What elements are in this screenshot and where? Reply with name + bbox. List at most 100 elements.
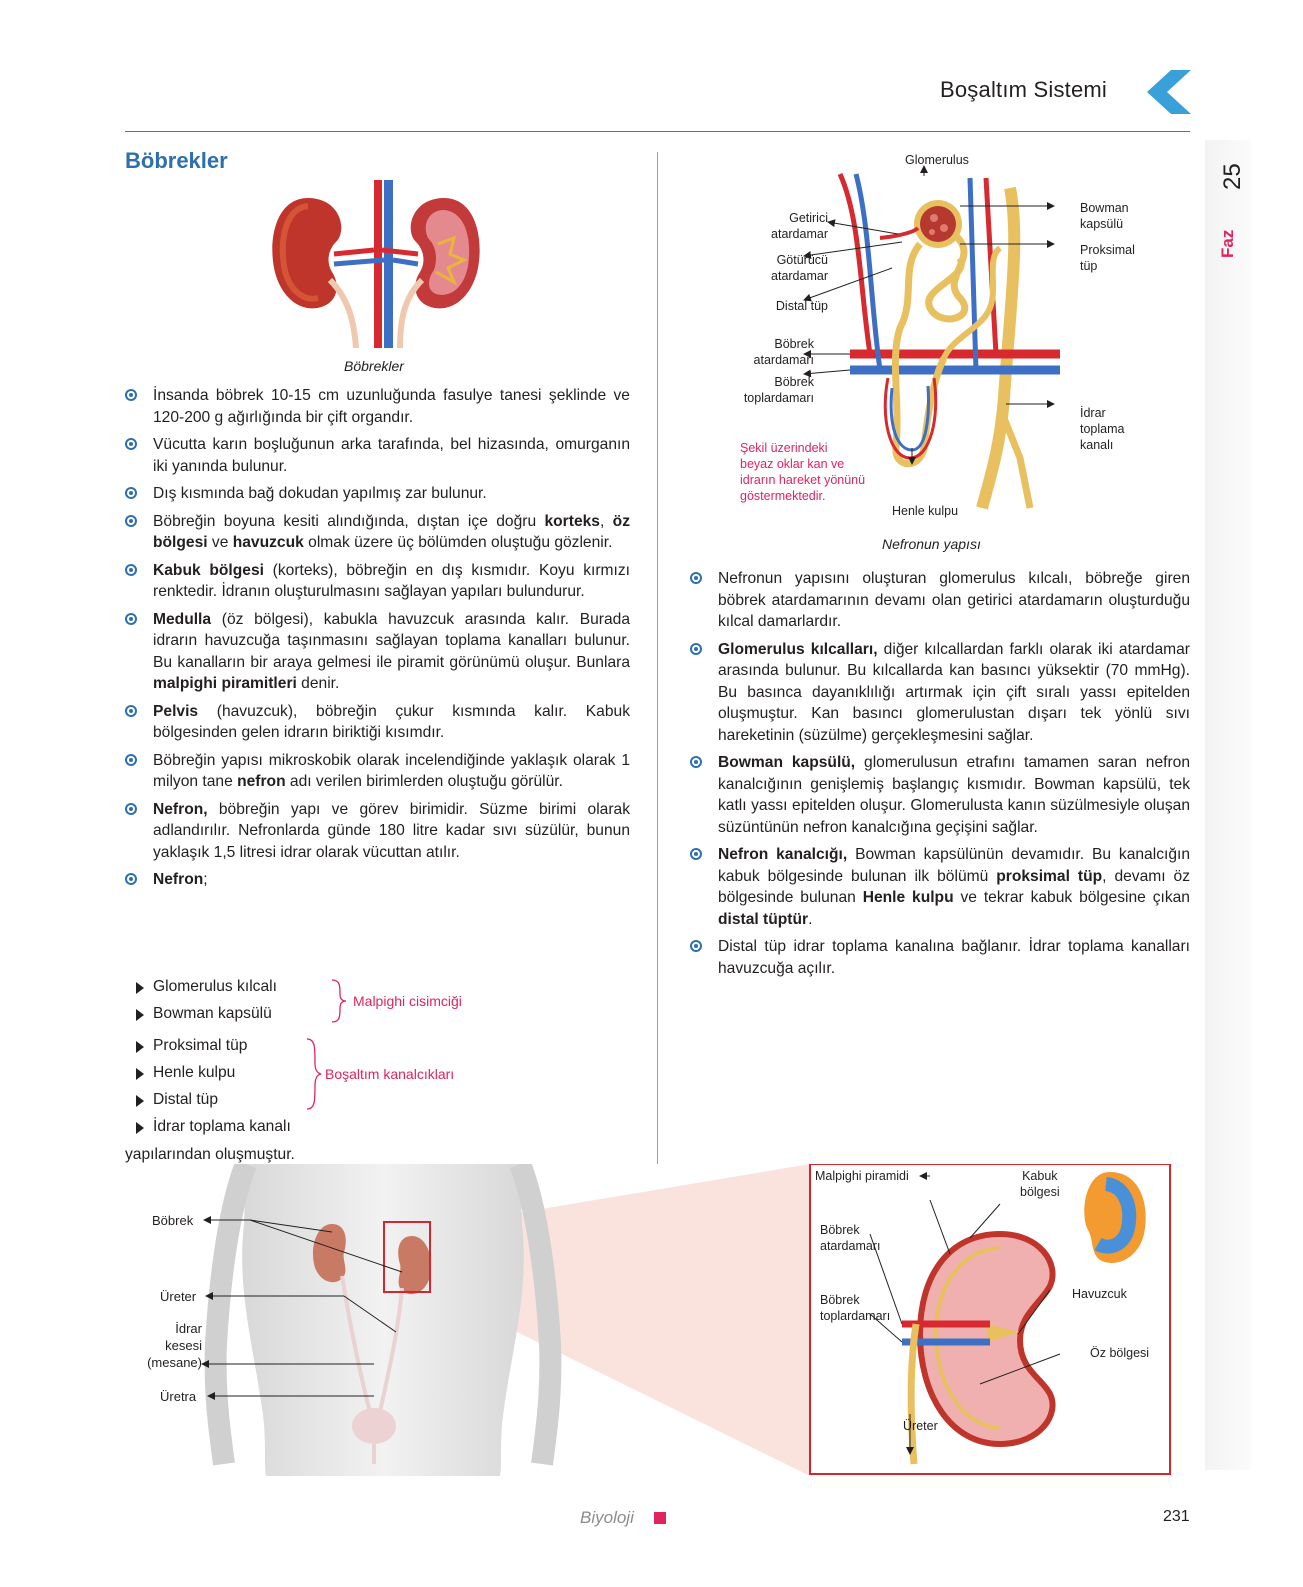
bold-term: Bowman kapsülü, xyxy=(718,754,856,771)
closing-text: yapılarından oluşmuştur. xyxy=(125,1146,295,1163)
nefron-part-label: Henle kulpu xyxy=(153,1064,236,1081)
bold-term: Glomerulus kılcalları, xyxy=(718,640,878,658)
left-bullets: İnsanda böbrek 10-15 cm uzunluğunda fasu… xyxy=(125,385,630,897)
nefron-part: İdrar toplama kanalı xyxy=(133,1118,291,1136)
bullet-item: Pelvis (havuzcuk), böbreğin çukur kısmın… xyxy=(125,701,630,744)
fasikul-number: 25 xyxy=(1214,152,1248,192)
bold-term: Henle kulpu xyxy=(862,889,954,906)
label-malpighi-piramidi: Malpighi piramidi xyxy=(815,1169,909,1183)
label-bobrek: Böbrek xyxy=(152,1213,194,1228)
bullet-item: Böbreğin boyuna kesiti alındığında, dışt… xyxy=(125,511,630,554)
chevron-left-icon xyxy=(1147,70,1191,114)
footer-marker xyxy=(654,1512,666,1524)
bullet-item: Glomerulus kılcalları, diğer kılcallarda… xyxy=(690,639,1190,747)
fasikul-logo: Faz xyxy=(1218,230,1237,258)
nefron-part-label: İdrar toplama kanalı xyxy=(153,1118,291,1135)
bullet-item: İnsanda böbrek 10-15 cm uzunluğunda fasu… xyxy=(125,385,630,428)
bullet-item: Nefron; xyxy=(125,869,630,891)
page-header-title: Boşaltım Sistemi xyxy=(940,77,1108,102)
label-bobrek-atar: Böbrek atardamarı xyxy=(753,337,814,367)
side-band xyxy=(1205,140,1251,1470)
bullet-text: , devamı öz bölgesinde bulunan xyxy=(718,867,1191,907)
column-divider xyxy=(657,152,658,1164)
nefron-part: Bowman kapsülü xyxy=(133,1005,272,1023)
bullet-icon xyxy=(125,704,137,717)
bullet-text: ve tekrar kabuk bölgesine çıkan xyxy=(953,889,1191,906)
bullet-icon xyxy=(690,642,702,655)
svg-text:Faz: Faz xyxy=(1218,230,1237,258)
bullet-text: Bowman kapsülünün devamıdır. Bu kanalcığ… xyxy=(718,846,1190,885)
bullet-item: Medulla (öz bölgesi), kabukla havuzcuk a… xyxy=(125,609,630,695)
bold-term: Nefron xyxy=(153,871,204,888)
label-proksimal: Proksimal tüp xyxy=(1080,243,1135,273)
brace-icon xyxy=(306,1038,322,1110)
nefron-part-label: Proksimal tüp xyxy=(153,1037,248,1054)
svg-text:25: 25 xyxy=(1219,163,1246,190)
nefron-part-label: Distal tüp xyxy=(153,1091,219,1108)
section-title: Böbrekler xyxy=(125,148,228,173)
bullet-icon xyxy=(125,802,137,815)
bullet-icon xyxy=(690,848,702,860)
nephron-note: Şekil üzerindeki beyaz oklar kan ve idra… xyxy=(740,441,866,503)
nefron-part-label: Glomerulus kılcalı xyxy=(153,978,277,995)
bullet-text: ve xyxy=(207,534,233,551)
bold-term: nefron xyxy=(237,773,286,790)
urinary-system-figure xyxy=(201,1164,1171,1476)
bullet-text: diğer kılcallardan farklı olarak iki ata… xyxy=(718,640,1190,744)
bullet-icon xyxy=(125,753,137,766)
right-bullets: Nefronun yapısını oluşturan glomerulus k… xyxy=(690,568,1190,985)
label-mesane: İdrar kesesi (mesane) xyxy=(147,1321,202,1370)
bullet-icon xyxy=(690,572,702,584)
bullet-icon xyxy=(125,563,137,576)
bold-term: korteks xyxy=(544,512,600,530)
bullet-item: Kabuk bölgesi (korteks), böbreğin en dış… xyxy=(125,560,630,603)
triangle-bullet-icon xyxy=(136,1009,144,1021)
label-goturucu: Götürücü atardamar xyxy=(771,253,828,283)
label-section-atar: Böbrek atardamarı xyxy=(820,1223,881,1253)
label-section-toplar: Böbrek toplardamarı xyxy=(820,1293,891,1323)
brace-icon xyxy=(331,979,347,1023)
triangle-bullet-icon xyxy=(136,1041,144,1053)
page-number: 231 xyxy=(1163,1508,1190,1525)
nefron-part: Glomerulus kılcalı xyxy=(133,978,277,996)
bullet-item: Böbreğin yapısı mikroskobik olarak incel… xyxy=(125,750,630,793)
bold-term: malpighi piramitleri xyxy=(153,675,297,692)
label-idrar-toplama: İdrar toplama kanalı xyxy=(1080,406,1125,452)
label-havuzcuk: Havuzcuk xyxy=(1072,1287,1127,1301)
bullet-text: Vücutta karın boşluğunun arka tarafında,… xyxy=(153,436,630,475)
bold-term: Pelvis xyxy=(153,702,199,720)
bullet-item: Nefron kanalcığı, Bowman kapsülünün deva… xyxy=(690,844,1190,930)
nefron-part-label: Bowman kapsülü xyxy=(153,1005,272,1022)
label-henle: Henle kulpu xyxy=(892,504,959,518)
bullet-text: Böbreğin yapısı mikroskobik olarak incel… xyxy=(153,751,630,791)
label-bowman: Bowman kapsülü xyxy=(1080,201,1129,231)
fasikul-tab: Faz 25 xyxy=(1205,150,1251,270)
bullet-icon xyxy=(690,756,702,768)
bullet-icon xyxy=(125,487,137,499)
bullet-item: Dış kısmında bağ dokudan yapılmış zar bu… xyxy=(125,483,630,505)
nephron-diagram xyxy=(803,165,1060,510)
bullet-icon xyxy=(125,438,137,450)
nefron-part: Henle kulpu xyxy=(133,1064,235,1082)
bold-term: Nefron kanalcığı, xyxy=(718,846,848,863)
kidneys-caption: Böbrekler xyxy=(344,358,404,374)
bullet-item: Nefron, böbreğin yapı ve görev birimidir… xyxy=(125,799,630,864)
bullet-text: Dış kısmında bağ dokudan yapılmış zar bu… xyxy=(153,485,487,502)
brace-label-bosaltim: Boşaltım kanalcıkları xyxy=(325,1066,455,1082)
bullet-text: . xyxy=(808,910,813,928)
bullet-text: (havuzcuk), böbreğin çukur kısmında kalı… xyxy=(153,702,630,742)
kidneys-illustration xyxy=(272,180,480,348)
triangle-bullet-icon xyxy=(136,1122,144,1134)
label-ureter: Üreter xyxy=(160,1289,197,1304)
bullet-text: denir. xyxy=(296,675,340,692)
bullet-icon xyxy=(690,940,702,952)
label-kabuk: Kabuk bölgesi xyxy=(1020,1169,1060,1199)
bullet-text: Böbreğin boyuna kesiti alındığında, dışt… xyxy=(153,512,545,530)
bullet-text: (korteks), böbreğin en dış kısmıdır. Koy… xyxy=(153,561,631,601)
bold-term: havuzcuk xyxy=(232,534,304,551)
bullet-text: ; xyxy=(203,871,208,888)
bold-term: Kabuk bölgesi xyxy=(153,561,264,579)
bold-term: proksimal tüp xyxy=(996,867,1103,885)
label-uretra: Üretra xyxy=(160,1389,197,1404)
header-rule xyxy=(125,131,1190,132)
